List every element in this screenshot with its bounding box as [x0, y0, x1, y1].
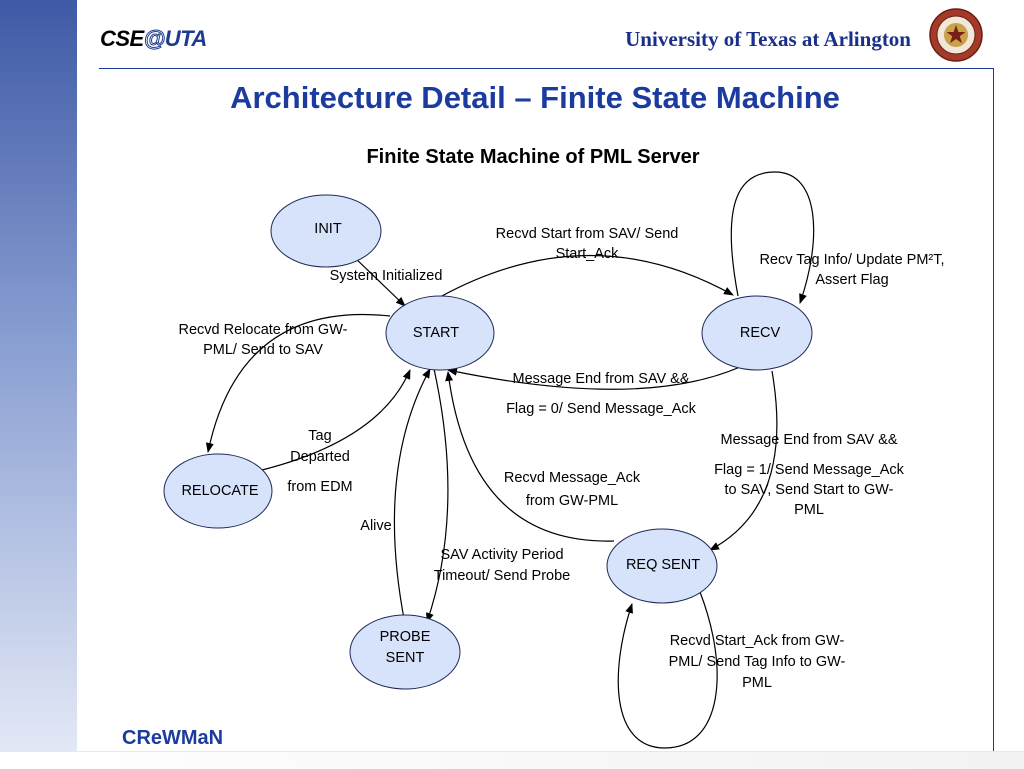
- label-sav-activity-2: Timeout/ Send Probe: [434, 568, 570, 584]
- logo-at: @: [143, 26, 165, 52]
- transition-recv-to-start: [447, 366, 741, 390]
- transition-recv-to-reqsent: [709, 370, 778, 551]
- footer-brand: CReWMaN: [122, 727, 224, 749]
- university-seal-icon: [929, 8, 983, 62]
- state-start-label: START: [413, 325, 459, 341]
- state-start: START: [385, 295, 495, 371]
- bottom-band: [0, 751, 1024, 769]
- state-probe-sent: PROBE SENT: [349, 614, 461, 690]
- label-tag-departed-2: Departed: [290, 449, 350, 465]
- label-recvd-start-ack-1: Recvd Start_Ack from GW-: [670, 633, 845, 649]
- state-probe-sent-label-2: SENT: [386, 650, 425, 666]
- right-rule: [993, 68, 994, 751]
- diagram-title: Finite State Machine of PML Server: [366, 146, 700, 168]
- label-recv-tag-info-1: Recv Tag Info/ Update PM²T,: [759, 252, 944, 268]
- state-req-sent-label: REQ SENT: [626, 557, 700, 573]
- transition-reqsent-to-start: [445, 371, 615, 542]
- state-recv-label: RECV: [740, 325, 781, 341]
- label-message-end-flag1-3: to SAV, Send Start to GW-: [725, 482, 894, 498]
- state-req-sent: REQ SENT: [606, 528, 718, 604]
- transition-start-to-recv: [439, 254, 734, 298]
- transition-start-to-probe: [426, 368, 449, 623]
- label-recvd-relocate-1: Recvd Relocate from GW-: [179, 322, 348, 338]
- label-alive: Alive: [360, 518, 391, 534]
- label-recvd-start-ack-2: PML/ Send Tag Info to GW-: [669, 654, 846, 670]
- transition-recv-self-loop: [730, 171, 815, 304]
- state-init-label: INIT: [314, 221, 342, 237]
- state-init: INIT: [270, 194, 382, 268]
- header-rule: [99, 68, 994, 69]
- label-message-end-flag1-4: PML: [794, 502, 824, 518]
- page-title: Architecture Detail – Finite State Machi…: [230, 80, 840, 115]
- label-recvd-start-1: Recvd Start from SAV/ Send: [496, 226, 679, 242]
- state-probe-sent-label-1: PROBE: [380, 629, 431, 645]
- state-relocate: RELOCATE: [163, 453, 273, 529]
- label-recvd-relocate-2: PML/ Send to SAV: [203, 342, 323, 358]
- transition-start-to-relocate: [205, 313, 391, 453]
- logo-cse: CSE: [100, 26, 144, 51]
- logo-uta: UTA: [164, 26, 208, 51]
- label-tag-departed-1: Tag: [308, 428, 331, 444]
- state-relocate-label: RELOCATE: [181, 483, 258, 499]
- label-tag-departed-3: from EDM: [287, 479, 352, 495]
- cse-uta-logo: CSE@UTA: [100, 26, 207, 52]
- label-message-end-flag1-2: Flag = 1/ Send Message_Ack: [714, 462, 905, 478]
- state-recv: RECV: [701, 295, 813, 371]
- label-recvd-message-ack-1: Recvd Message_Ack: [504, 470, 641, 486]
- label-recv-tag-info-2: Assert Flag: [815, 272, 888, 288]
- label-recvd-start-ack-3: PML: [742, 675, 772, 691]
- university-name: University of Texas at Arlington: [625, 27, 911, 51]
- label-sav-activity-1: SAV Activity Period: [440, 547, 563, 563]
- label-recvd-message-ack-2: from GW-PML: [526, 493, 618, 509]
- transition-probe-to-start: [393, 368, 431, 625]
- label-system-initialized: System Initialized: [330, 268, 443, 284]
- label-message-end-flag1-1: Message End from SAV &&: [720, 432, 897, 448]
- transition-reqsent-self-loop: [617, 591, 718, 749]
- label-message-end-flag0-1: Message End from SAV &&: [512, 371, 689, 387]
- label-recvd-start-2: Start_Ack: [556, 246, 620, 262]
- transition-init-to-start: [351, 254, 406, 307]
- transition-relocate-to-start: [261, 369, 411, 471]
- sidebar-gradient: [0, 0, 77, 768]
- label-message-end-flag0-2: Flag = 0/ Send Message_Ack: [506, 401, 697, 417]
